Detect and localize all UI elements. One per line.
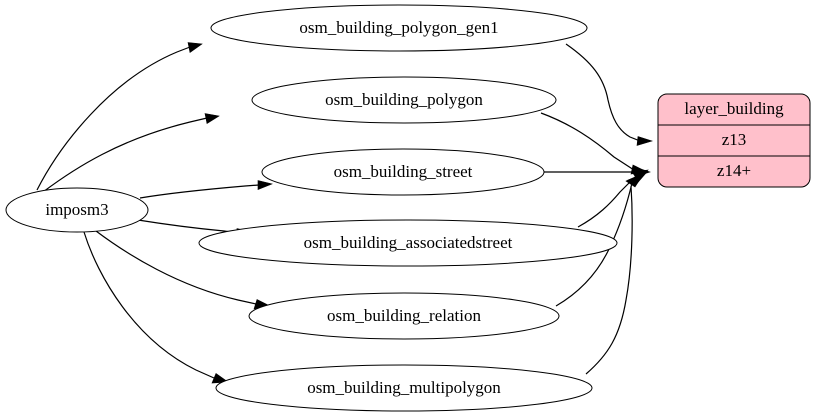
layer_building-z13-label: z13 <box>722 130 747 149</box>
osm_building_relation-ellipse[interactable] <box>248 292 560 340</box>
edge-imposm3-to-osm_building_street <box>139 180 273 199</box>
imposm3-label: imposm3 <box>45 200 108 219</box>
layer_building-z14plus-label: z14+ <box>717 161 751 180</box>
osm_building_street-ellipse[interactable] <box>261 148 545 196</box>
layer_building-box[interactable] <box>657 93 811 188</box>
node-imposm3[interactable]: imposm3 <box>5 187 149 233</box>
node-osm_building_street[interactable]: osm_building_street <box>261 148 545 196</box>
osm_building_polygon_gen1-ellipse[interactable] <box>210 4 588 52</box>
node-osm_building_associatedstreet[interactable]: osm_building_associatedstreet <box>198 219 618 267</box>
osm_building_street-label: osm_building_street <box>334 162 473 181</box>
node-layer_building[interactable]: layer_building z13 z14+ <box>657 93 811 188</box>
osm_building_associatedstreet-ellipse[interactable] <box>198 219 618 267</box>
edge-osm_building_multipolygon-to-layer_building-z14plus <box>585 172 645 375</box>
osm_building_associatedstreet-label: osm_building_associatedstreet <box>304 233 513 252</box>
edge-imposm3-to-osm_building_polygon_gen1 <box>36 42 203 191</box>
osm_building_multipolygon-ellipse[interactable] <box>215 364 593 412</box>
edge-imposm3-to-osm_building_polygon <box>42 113 220 193</box>
osm_building_polygon_gen1-label: osm_building_polygon_gen1 <box>299 18 498 37</box>
imposm3-ellipse[interactable] <box>5 187 149 233</box>
edge-imposm3-to-osm_building_multipolygon <box>83 231 229 384</box>
osm_building_polygon-label: osm_building_polygon <box>325 90 483 109</box>
node-osm_building_relation[interactable]: osm_building_relation <box>248 292 560 340</box>
edge-osm_building_polygon-to-layer_building-z14plus <box>540 112 649 175</box>
edge-osm_building_polygon_gen1-to-layer_building-z13 <box>565 43 654 146</box>
osm_building_polygon-ellipse[interactable] <box>251 76 557 124</box>
osm_building_relation-label: osm_building_relation <box>327 306 481 325</box>
node-osm_building_polygon_gen1[interactable]: osm_building_polygon_gen1 <box>210 4 588 52</box>
node-osm_building_polygon[interactable]: osm_building_polygon <box>251 76 557 124</box>
edge-group-tables-to-layer <box>540 43 654 375</box>
layer_building-name-label: layer_building <box>684 99 784 118</box>
node-osm_building_multipolygon[interactable]: osm_building_multipolygon <box>215 364 593 412</box>
osm_building_multipolygon-label: osm_building_multipolygon <box>307 378 501 397</box>
